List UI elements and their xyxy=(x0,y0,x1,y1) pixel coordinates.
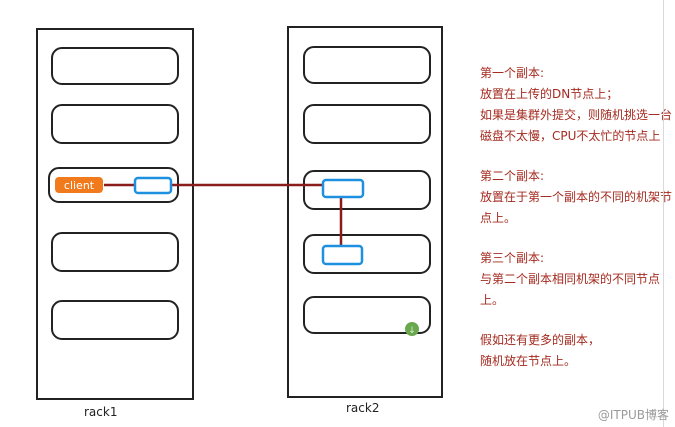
note-line: 上。 xyxy=(480,293,505,307)
note-line: 随机放在节点上。 xyxy=(480,354,577,368)
rack1-slot xyxy=(51,47,179,85)
replica1-node xyxy=(133,176,173,195)
rack1-slot xyxy=(51,300,179,340)
client-box xyxy=(55,177,103,193)
note-line: 如果是集群外提交，则随机挑选一台 xyxy=(480,108,673,122)
rack2-frame xyxy=(287,26,443,398)
rack2-slot xyxy=(303,296,431,334)
rack1-slot xyxy=(51,104,179,144)
rack2-slot xyxy=(303,104,431,144)
note-line: 与第二个副本相同机架的不同节点 xyxy=(480,272,661,286)
client-label: client xyxy=(64,179,95,192)
note-line: 磁盘不太慢，CPU不太忙的节点上 xyxy=(480,129,661,143)
note-line: 第一个副本: xyxy=(480,66,545,80)
note-first-replica: 第一个副本: 放置在上传的DN节点上； 如果是集群外提交，则随机挑选一台 磁盘不… xyxy=(480,63,673,147)
replica-notes: 第一个副本: 放置在上传的DN节点上； 如果是集群外提交，则随机挑选一台 磁盘不… xyxy=(480,63,673,391)
note-second-replica: 第二个副本: 放置在于第一个副本的不同的机架节 点上。 xyxy=(480,166,673,229)
note-line: 第二个副本: xyxy=(480,169,545,183)
rack1-frame xyxy=(36,28,194,400)
note-line: 第三个副本: xyxy=(480,251,545,265)
cursor-marker-glyph: ↓ xyxy=(408,326,416,336)
page-edge-divider xyxy=(663,0,664,427)
replica2-node xyxy=(321,178,365,199)
rack2-label: rack2 xyxy=(346,401,380,415)
note-third-replica: 第三个副本: 与第二个副本相同机架的不同节点 上。 xyxy=(480,248,670,311)
cursor-marker xyxy=(405,322,419,336)
note-line: 放置在于第一个副本的不同的机架节 xyxy=(480,190,673,204)
note-more-replicas: 假如还有更多的副本， 随机放在节点上。 xyxy=(480,330,670,372)
watermark: @ITPUB博客 xyxy=(597,408,669,422)
note-line: 假如还有更多的副本， xyxy=(480,333,601,347)
note-line: 点上。 xyxy=(480,211,517,225)
rack2-slot xyxy=(303,46,431,84)
rack1-label: rack1 xyxy=(84,405,118,419)
note-line: 放置在上传的DN节点上； xyxy=(480,87,619,101)
replica3-node xyxy=(321,244,364,266)
rack1-slot xyxy=(51,232,179,272)
